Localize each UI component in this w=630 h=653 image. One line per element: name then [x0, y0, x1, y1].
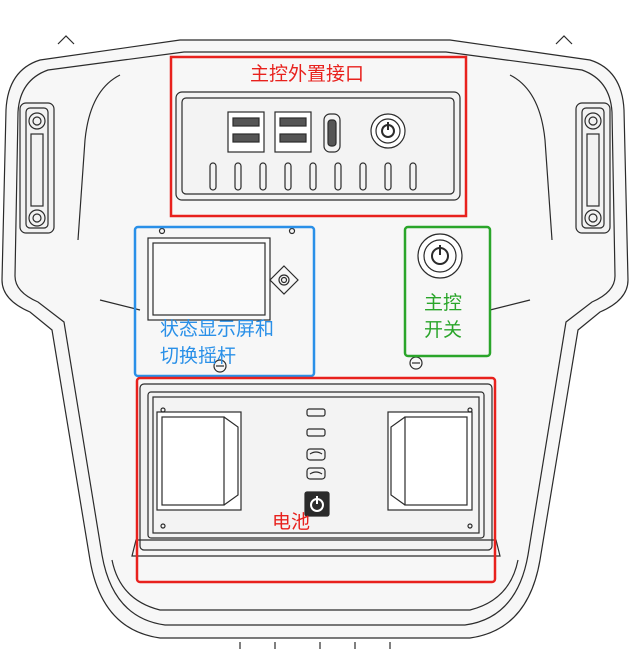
main-switch-button-icon: [409, 233, 463, 370]
status-display-label-line1: 状态显示屏和: [160, 318, 275, 340]
status-display-label-line2: 切换摇杆: [160, 345, 237, 367]
external-port-label: 主控外置接口: [250, 63, 365, 85]
battery-compartment: [131, 383, 501, 557]
external-port-highlight-box: [169, 55, 468, 218]
vent-slots: [209, 162, 417, 191]
battery-latch-right: [387, 411, 473, 511]
usb-port-icon: [227, 111, 265, 153]
right-handle: [575, 102, 611, 234]
hdmi-port-icon: [323, 113, 341, 153]
battery-highlight-box: [135, 376, 497, 584]
main-switch-label-line1: 主控: [424, 292, 463, 314]
joystick-icon: [269, 265, 299, 295]
main-switch-highlight-box: [403, 225, 492, 358]
main-switch-label-line2: 开关: [424, 319, 463, 341]
battery-level-indicator: [306, 408, 326, 480]
usb-port-icon: [274, 111, 312, 153]
status-display-highlight-box: [133, 225, 316, 378]
left-handle: [19, 102, 55, 234]
external-port-panel: [175, 91, 461, 201]
battery-label: 电池: [272, 511, 311, 533]
battery-latch-left: [156, 411, 242, 511]
power-connector-icon: [370, 113, 406, 149]
battery-power-icon: [304, 491, 330, 517]
status-display: [147, 227, 299, 373]
